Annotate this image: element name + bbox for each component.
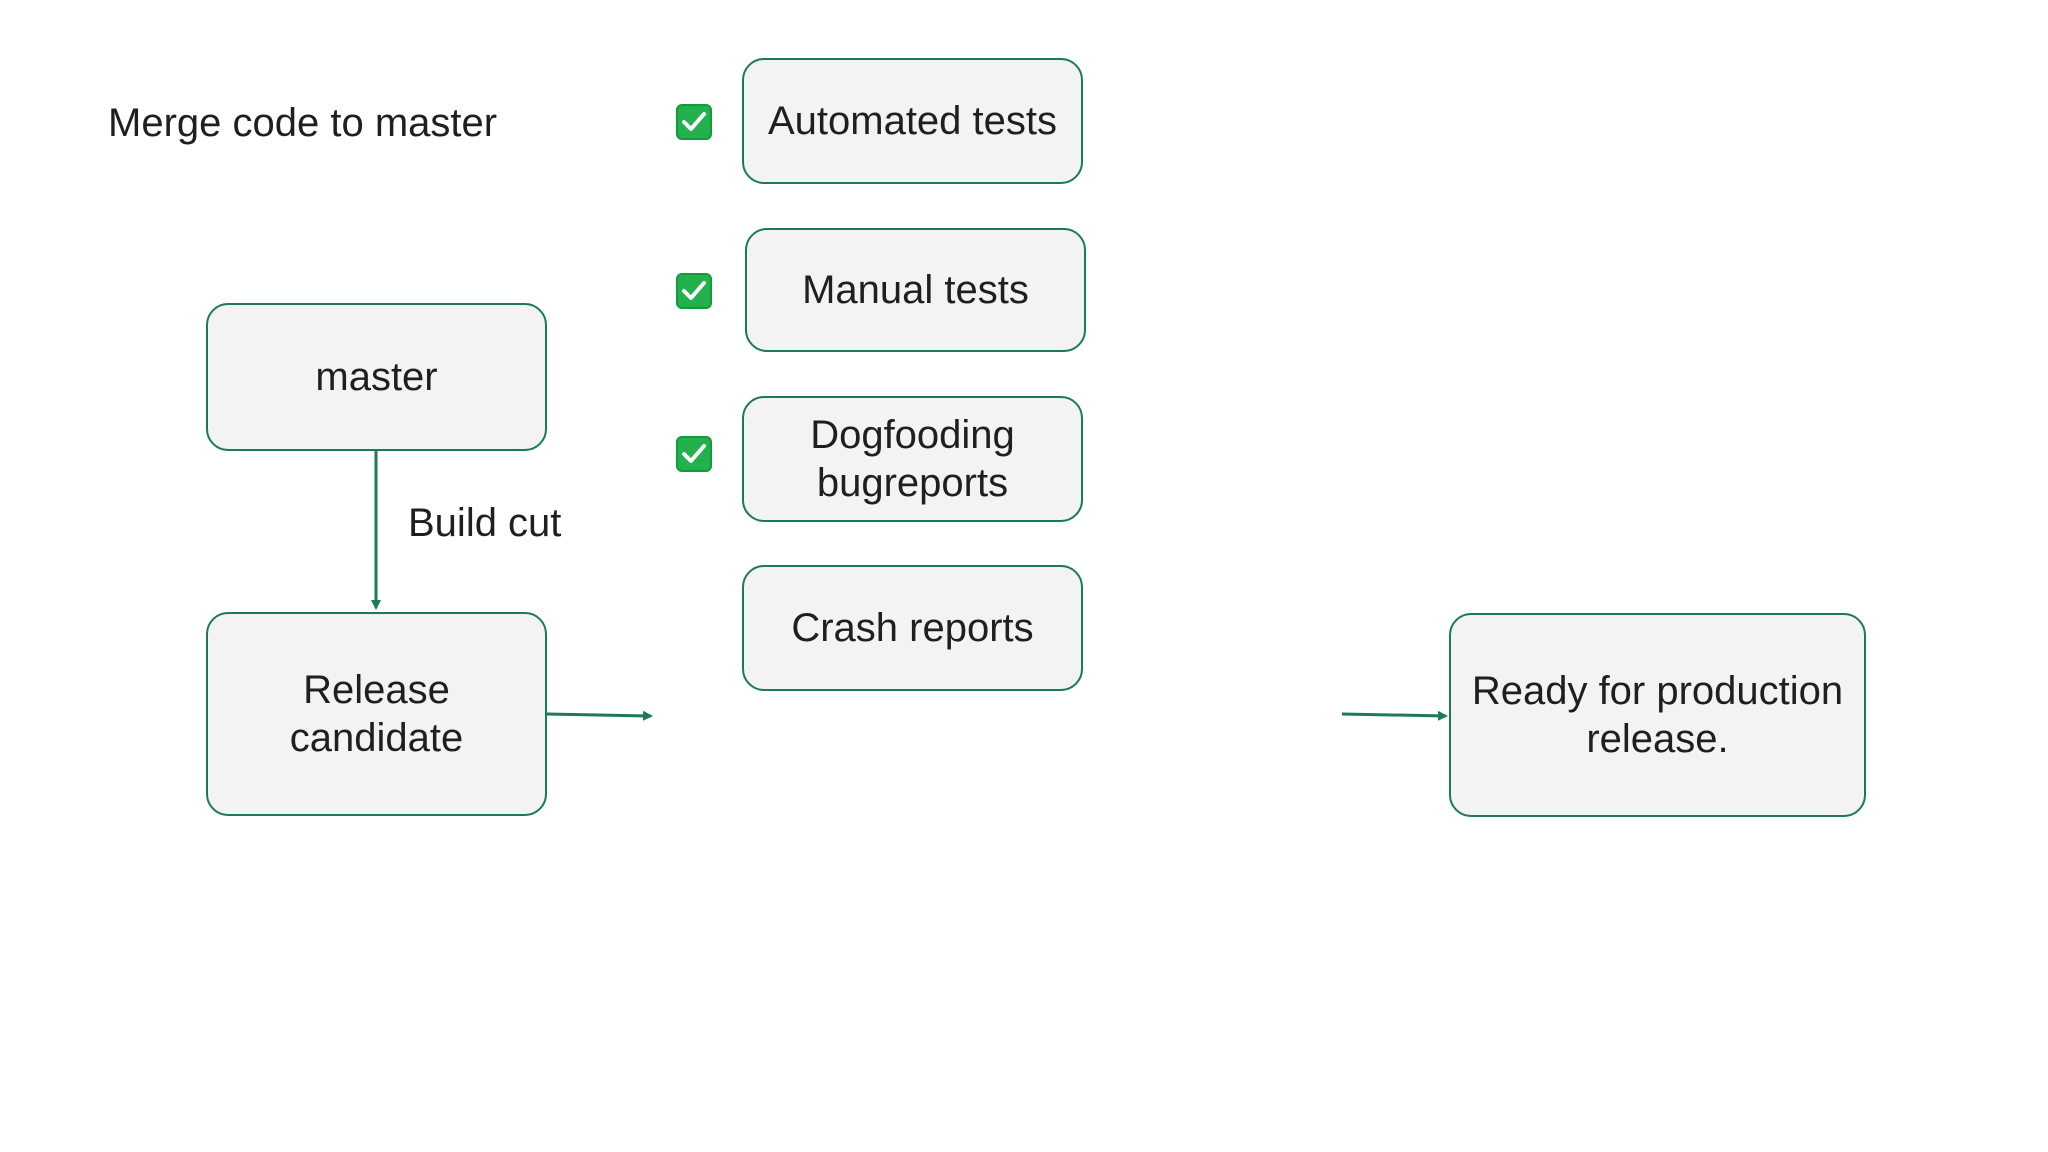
- node-dogfooding-bugreports: Dogfooding bugreports: [742, 396, 1083, 522]
- edge-label-build-cut: Build cut: [408, 501, 562, 545]
- checkmark-icon: [676, 436, 712, 472]
- checkmark-icon: [676, 104, 712, 140]
- node-manual-tests-label: Manual tests: [802, 268, 1029, 312]
- node-master-label: master: [315, 355, 438, 399]
- node-crash-reports-label: Crash reports: [791, 606, 1034, 650]
- node-crash-reports: Crash reports: [742, 565, 1083, 691]
- node-manual-tests: Manual tests: [745, 228, 1086, 352]
- arrow-to-ready-for-production: [1341, 710, 1448, 721]
- node-ready-for-production: Ready for production release.: [1449, 613, 1866, 817]
- node-automated-tests: Automated tests: [742, 58, 1083, 184]
- node-ready-label: Ready for production release.: [1471, 669, 1844, 761]
- node-release-candidate: Release candidate: [206, 612, 547, 816]
- node-release-candidate-label: Release candidate: [289, 668, 464, 760]
- checkmark-icon: [676, 273, 712, 309]
- node-automated-tests-label: Automated tests: [767, 99, 1058, 143]
- node-master: master: [206, 303, 547, 451]
- diagram-title: Merge code to master: [108, 101, 498, 145]
- node-dogfooding-label: Dogfooding bugreports: [810, 413, 1015, 505]
- arrow-release-candidate-to-checks: [546, 710, 653, 721]
